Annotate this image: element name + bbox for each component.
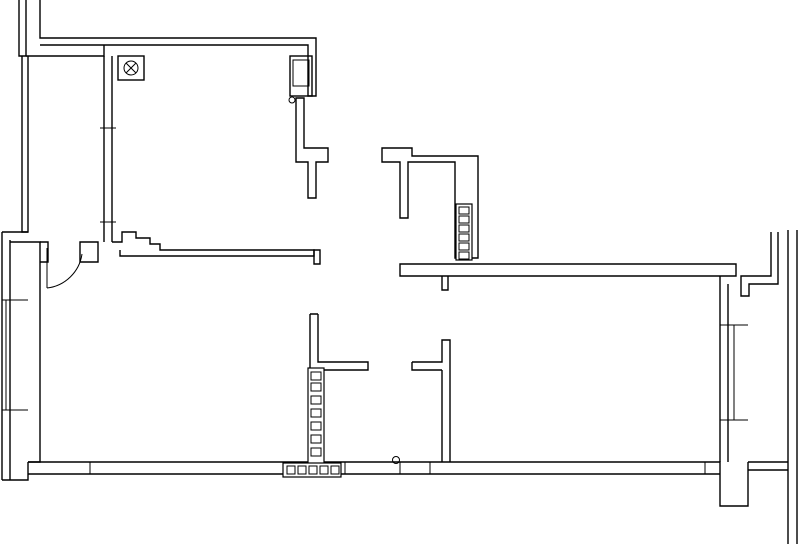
door-jamb-left — [40, 241, 49, 263]
wall-top-inner — [26, 45, 105, 57]
wall-right-balcony — [787, 230, 798, 544]
ventilation-shaft-upper — [455, 203, 473, 261]
wall-right-top-stub — [740, 232, 779, 297]
wall-kitchen-bottom — [112, 231, 315, 257]
wall-long-horizontal — [399, 263, 737, 277]
boiler-icon — [117, 55, 145, 81]
sink-drain-circle — [392, 456, 400, 464]
window-kitchen — [100, 127, 116, 223]
wall-left-balcony — [21, 56, 29, 233]
wall-right-bottom — [748, 461, 788, 471]
wall-door-jamb — [441, 276, 449, 291]
wall-bottom — [28, 461, 749, 507]
wall-left-balcony-step — [1, 231, 28, 480]
wall-left-main — [2, 241, 41, 481]
wall-right-inner — [719, 276, 729, 462]
window-right — [720, 324, 748, 421]
interior-walls — [100, 56, 737, 462]
wall-kitchen-left — [103, 56, 113, 242]
wall-kitchen-bottom-end — [313, 249, 321, 265]
door-jamb-right — [79, 241, 99, 263]
window-bottom-mid — [344, 462, 431, 474]
ventilation-shaft-lower — [307, 367, 325, 465]
wall-kitchen-right — [295, 97, 329, 199]
door-swing — [40, 241, 99, 289]
wall-top-left-stub — [18, 0, 27, 57]
ventilation-shaft-bottom — [282, 462, 342, 478]
wall-central-upper — [381, 147, 479, 259]
window-left — [2, 299, 28, 411]
wall-top — [39, 0, 317, 97]
window-bottom-left — [89, 462, 284, 474]
door-arc — [46, 253, 83, 289]
stove-icon — [288, 55, 313, 104]
wall-lower-right — [411, 339, 451, 462]
